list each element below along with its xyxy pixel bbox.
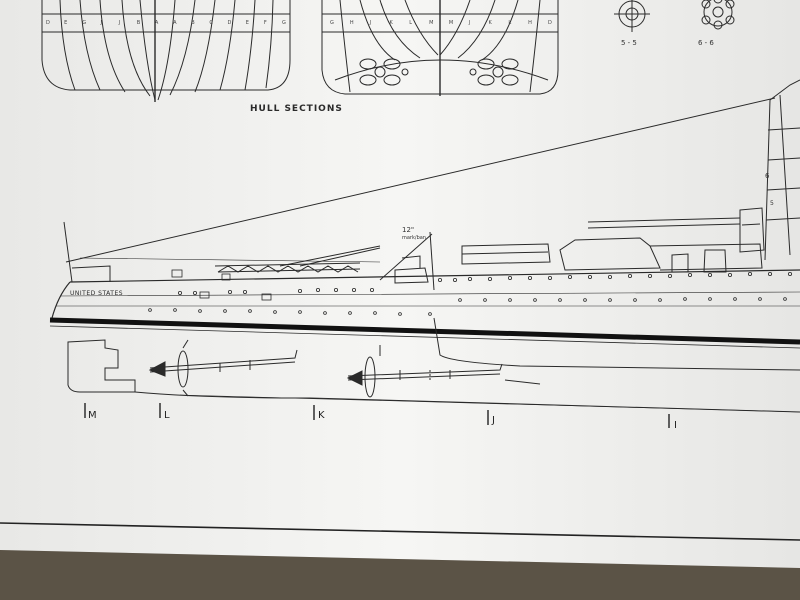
frame-letter: B [136,20,141,26]
station-ticks [84,403,670,428]
frame-letter: A [154,20,159,26]
frame-letter: M [448,20,454,26]
station-m-label: M [88,410,97,421]
superstructure-tower [739,79,800,261]
frame-letter: K [389,20,393,26]
frame-letter: J [118,20,121,26]
hull-profile [49,269,800,349]
stay-wire-aft [79,257,381,263]
gun-turret [461,217,763,273]
frame-letter: J [468,20,471,26]
frame-letter: A [173,20,177,26]
portholes-upper [177,271,793,295]
gun-section-6 [701,0,735,30]
frame-letter: G [282,20,286,26]
ship-name-label: UNITED STATES [70,290,124,297]
frame-letter: G [82,20,87,26]
position-6-label: 6 [765,172,770,180]
station-j-label: J [492,415,495,426]
stern-flagstaff [63,221,111,283]
section-5-label: 5 - 5 [621,39,637,47]
frame-letter: J [369,20,372,26]
frame-letter: C [209,20,213,26]
propeller-starboard [469,58,519,86]
frame-letter: H [528,20,532,26]
frame-letter: B [191,20,195,26]
section-6-label: 6 - 6 [698,39,714,47]
sheet-border-line [0,522,800,541]
hull-section-fore [41,0,291,102]
frame-letter: E [245,20,249,26]
frame-letter: H [349,20,354,26]
propeller-shaft-inner [346,345,541,398]
portholes-lower [148,297,787,316]
propeller-port [359,58,409,86]
frame-letter: D [46,20,50,26]
frame-letter: L [508,20,512,26]
station-k-label: K [318,410,325,421]
frame-letter: M [429,20,434,26]
gun-section-5 [614,0,650,32]
station-i-label: I [674,420,677,431]
aft-mast [379,231,435,291]
paper-sheet [0,0,800,568]
hull-hatches [171,269,272,301]
catapult-truss [214,245,381,273]
underwater-hull [67,317,800,413]
frame-letter: F [263,20,267,26]
hull-sections-title: HULL SECTIONS [250,104,343,114]
frame-letter: J [100,20,102,26]
stay-wire-forward [65,97,776,263]
frame-letter: G [330,20,334,26]
hull-section-aft [321,0,559,96]
frame-letter: E [64,20,68,26]
gun-note-sub-label: mark/ban [402,235,426,241]
frame-letter: K [488,20,492,26]
floor-carpet [0,550,800,600]
frame-letter: D [548,20,552,26]
gun-note-label: 12" [402,226,415,234]
position-5-label: 5 [770,200,774,207]
propeller-shaft-outer [148,339,298,397]
frame-letter: D [227,20,232,26]
frame-letter: L [409,20,413,26]
station-l-label: L [164,410,170,421]
